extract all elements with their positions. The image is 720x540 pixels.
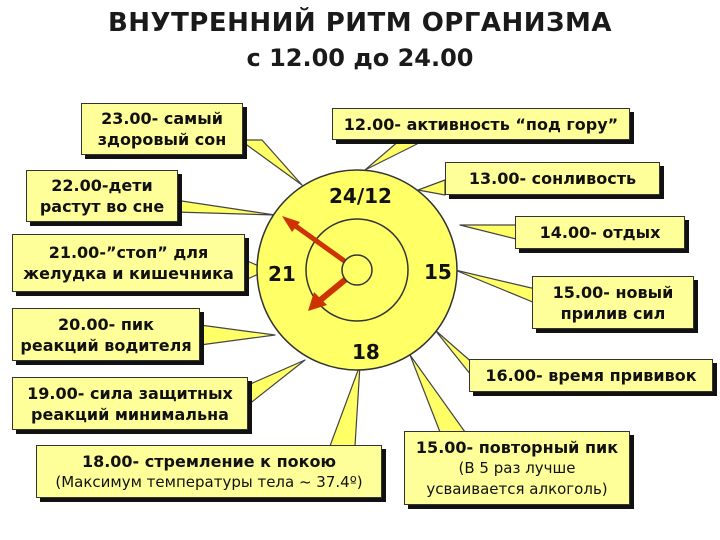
callout-1800-line2: (Максимум температуры тела ~ 37.4º) xyxy=(55,472,363,491)
pointer-1800 xyxy=(329,364,361,447)
clock-label-top: 24/12 xyxy=(329,184,392,208)
pointer-1200 xyxy=(364,139,426,171)
callout-2200: 22.00-дети растут во сне xyxy=(26,170,178,222)
callout-1500b-line1: 15.00- повторный пик xyxy=(415,437,619,457)
callout-2100: 21.00-”стоп” для желудка и кишечника xyxy=(12,234,245,292)
callout-2100-line1: 21.00-”стоп” для xyxy=(48,243,209,262)
callout-2200-line1: 22.00-дети xyxy=(51,176,153,195)
title-line-2: с 12.00 до 24.00 xyxy=(246,44,474,72)
pointer-1900 xyxy=(247,359,306,406)
callout-1800: 18.00- стремление к покою (Максимум темп… xyxy=(36,445,382,498)
callout-1500b: 15.00- повторный пик (В 5 раз лучше усва… xyxy=(404,431,630,505)
callout-1500a-line2: прилив сил xyxy=(560,303,666,323)
callout-1900: 19.00- сила защитных реакций минимальна xyxy=(12,377,248,430)
callout-1800-line1: 18.00- стремление к покою xyxy=(81,451,337,471)
clock-center xyxy=(341,254,373,286)
clock-label-bottom: 18 xyxy=(352,340,380,364)
pointer-2300 xyxy=(239,139,303,186)
pointer-1500a xyxy=(454,269,541,306)
title-line-1: ВНУТРЕННИЙ РИТМ ОРГАНИЗМА xyxy=(107,8,613,38)
callout-2200-line2: растут во сне xyxy=(39,197,165,216)
callout-1200-line1: 12.00- активность “под гору” xyxy=(343,114,619,134)
callout-2300-line2: здоровый сон xyxy=(97,130,227,149)
hour-hand-tip xyxy=(282,216,300,232)
pointer-2200 xyxy=(174,199,276,216)
callout-1500a: 15.00- новый прилив сил xyxy=(532,276,694,329)
callout-1900-line2: реакций минимальна xyxy=(31,404,229,424)
callout-2300: 23.00- самый здоровый сон xyxy=(81,103,243,155)
clock-label-right: 15 xyxy=(424,260,452,284)
pointer-1400 xyxy=(459,224,521,241)
callout-2100-line2: желудка и кишечника xyxy=(23,264,234,283)
callout-2000: 20.00- пик реакций водителя xyxy=(12,308,200,361)
callout-1200: 12.00- активность “под гору” xyxy=(332,108,630,140)
pointer-2000 xyxy=(199,324,276,346)
callout-2300-line1: 23.00- самый xyxy=(101,109,223,128)
callout-1500a-line1: 15.00- новый xyxy=(552,282,674,302)
callout-1400-line1: 14.00- отдых xyxy=(539,223,661,242)
callout-1300-line1: 13.00- сонливость xyxy=(468,169,637,188)
callout-1600-line1: 16.00- время прививок xyxy=(485,366,697,385)
callout-1300: 13.00- сонливость xyxy=(445,162,660,195)
pointer-1300 xyxy=(417,179,446,196)
callout-1900-line1: 19.00- сила защитных xyxy=(27,383,233,403)
callout-1400: 14.00- отдых xyxy=(515,216,685,249)
callout-2000-line2: реакций водителя xyxy=(20,335,192,355)
pointer-1500b xyxy=(409,354,466,433)
callout-1500b-line3: усваивается алкоголь) xyxy=(426,479,608,498)
clock-label-left: 21 xyxy=(268,262,296,286)
minute-hand-tip xyxy=(308,292,327,311)
callout-1500b-line2: (В 5 раз лучше xyxy=(458,458,576,477)
callout-2000-line1: 20.00- пик xyxy=(58,314,154,334)
callout-1600: 16.00- время прививок xyxy=(469,359,713,392)
